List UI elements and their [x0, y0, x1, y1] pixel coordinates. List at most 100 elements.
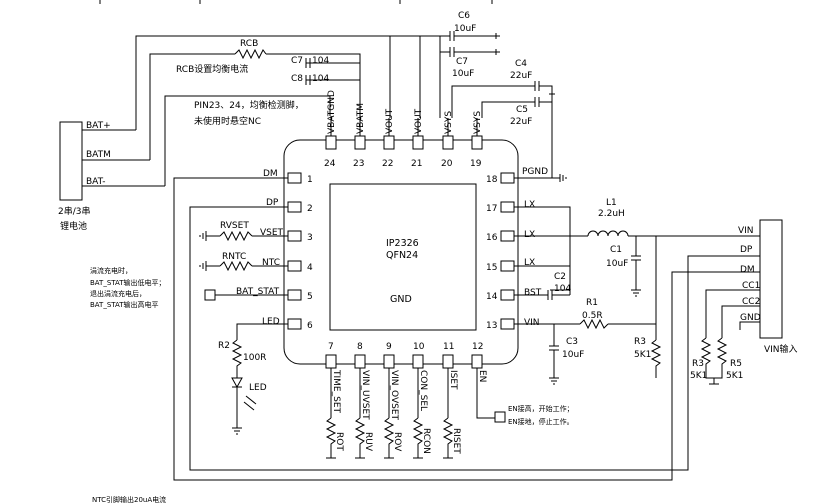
resistor-label: RCON	[421, 428, 431, 454]
rcb-resistor: RCB RCB设置均衡电流	[176, 39, 361, 118]
cap-c4-value: 22uF	[510, 71, 532, 81]
vin-pin-label: DP	[740, 245, 753, 255]
pin-name: LX	[524, 200, 535, 210]
rcb-ref: RCB	[240, 39, 258, 49]
pin-name: NTC	[262, 258, 280, 268]
pin-number: 21	[411, 159, 422, 169]
chip-right-pins: 18 17 16 15 14 13 PGND LX LX LX BST VIN	[486, 167, 548, 331]
resistor-rntc: RNTC	[222, 252, 246, 262]
pin-name: VOUT	[385, 108, 395, 134]
chip-ip2326: IP2326 QFN24 GND	[283, 139, 519, 365]
pin-name: PGND	[522, 167, 548, 177]
cap-c7-value: 10uF	[452, 69, 474, 79]
pin-name: DM	[263, 169, 278, 179]
pin-number: 18	[486, 175, 498, 185]
pin-name: ISET	[448, 370, 458, 390]
pin-name: VIN_OVSET	[389, 370, 399, 421]
cap-c1-ref: C1	[610, 245, 622, 255]
pin-number: 8	[357, 342, 363, 352]
pin-name: VIN	[524, 318, 540, 328]
pin-number: 17	[486, 204, 497, 214]
pin-name: DP	[266, 198, 279, 208]
top-edge-lines	[99, 0, 493, 4]
rcb-note: RCB设置均衡电流	[176, 63, 248, 75]
resistor-r3-right-ref: R3	[634, 337, 646, 347]
inductor-value: 2.2uH	[598, 209, 625, 219]
resistor-label: RISET	[451, 428, 461, 454]
balance-pin-note: 未使用时悬空NC	[194, 115, 261, 127]
vout-capacitors: C6 10uF C7 10uF	[419, 11, 500, 118]
vin-pin-label: CC2	[742, 297, 760, 307]
pin-number: 3	[307, 233, 313, 243]
pin-name: LED	[262, 317, 280, 327]
vsys-capacitors: C4 22uF C5 22uF	[451, 59, 555, 127]
resistor-label: ROV	[392, 432, 402, 452]
cap-c5-ref: C5	[516, 105, 528, 115]
left-pin-wires: RVSET RNTC	[173, 177, 760, 481]
chip-top-pins: VBATGND VBATM VOUT VOUT VSYS VSYS 24 23 …	[324, 90, 483, 169]
pin-number: 24	[324, 159, 336, 169]
led-label: LED	[249, 383, 267, 393]
cap-c3-ref: C3	[566, 337, 578, 347]
cap-c1-value: 10uF	[606, 259, 628, 269]
pin-name: TIME_SET	[331, 369, 341, 414]
chip-bottom-pins: 7 8 9 10 11 12 TIME_SET VIN_UVSET VIN_OV…	[325, 342, 487, 421]
resistor-label: RUV	[363, 432, 373, 452]
led-branch: R2 100R LED	[218, 323, 288, 435]
cap-c3-value: 10uF	[562, 350, 584, 360]
pin-name: VOUT	[414, 108, 424, 134]
en-note: EN接高，开始工作；	[508, 404, 574, 413]
pin-name: VBATGND	[327, 90, 337, 134]
balance-capacitors: C7 104 C8 104	[291, 56, 360, 85]
stat-note: BAT_STAT输出低电平；	[90, 278, 166, 287]
bottom-note: NTC引脚输出20uA电流	[92, 495, 166, 504]
cap-c7-ref: C7	[456, 57, 468, 67]
pin-name: VSET	[260, 228, 284, 238]
pin-name: VBATM	[356, 103, 366, 134]
pin-name: VIN_UVSET	[360, 370, 370, 420]
resistor-r2-ref: R2	[218, 341, 230, 351]
vin-pin-label: CC1	[742, 281, 760, 291]
pin-number: 22	[382, 159, 393, 169]
battery-connector: BAT+ BATM BAT- 2串/3串 锂电池	[58, 121, 165, 232]
pin-name: BAT_STAT	[236, 287, 280, 297]
pin-number: 9	[386, 342, 392, 352]
cap-c4-ref: C4	[515, 59, 527, 69]
right-pin-wires: L1 2.2uH C2 104 C1 10uF R1 0.5R R3 5K1	[514, 102, 760, 385]
battery-pin-label: BATM	[86, 150, 111, 160]
battery-wires	[135, 35, 440, 186]
pin-name: VSYS	[444, 111, 454, 134]
cap-c6-ref: C6	[458, 11, 470, 21]
pin-name: EN	[477, 370, 487, 382]
pin-number: 12	[472, 342, 483, 352]
chip-package: QFN24	[386, 250, 418, 261]
pin-number: 10	[413, 342, 425, 352]
cap-c8-value: 104	[312, 74, 329, 84]
pin-number: 14	[486, 292, 498, 302]
pin-number: 7	[328, 342, 334, 352]
resistor-r3-right-value: 5K1	[634, 350, 651, 360]
battery-type-label: 2串/3串	[58, 206, 91, 217]
vin-pin-label: DM	[740, 265, 755, 275]
cap-c7-small-ref: C7	[291, 56, 303, 66]
pin-name: LX	[524, 258, 535, 268]
resistor-r5-ref: R5	[730, 359, 742, 369]
inductor-ref: L1	[606, 198, 617, 208]
pin-name: VSYS	[473, 111, 483, 134]
en-note: EN接地，停止工作。	[508, 417, 574, 426]
pin-number: 13	[486, 321, 497, 331]
pin-number: 6	[307, 321, 313, 331]
resistor-r3-ref: R3	[692, 359, 704, 369]
cap-c7-small-value: 104	[312, 56, 329, 66]
pin-name: CON_SEL	[418, 370, 428, 411]
cap-c5-value: 22uF	[510, 117, 532, 127]
cap-c6-value: 10uF	[454, 24, 476, 34]
pin-number: 5	[307, 292, 313, 302]
cap-c2-ref: C2	[554, 272, 566, 282]
resistor-r3-value: 5K1	[690, 371, 707, 381]
pin-number: 2	[307, 204, 313, 214]
stat-note: BAT_STAT输出高电平	[90, 300, 159, 309]
stat-note: 退出涓流充电后，	[90, 289, 146, 298]
pin-number: 23	[353, 159, 364, 169]
